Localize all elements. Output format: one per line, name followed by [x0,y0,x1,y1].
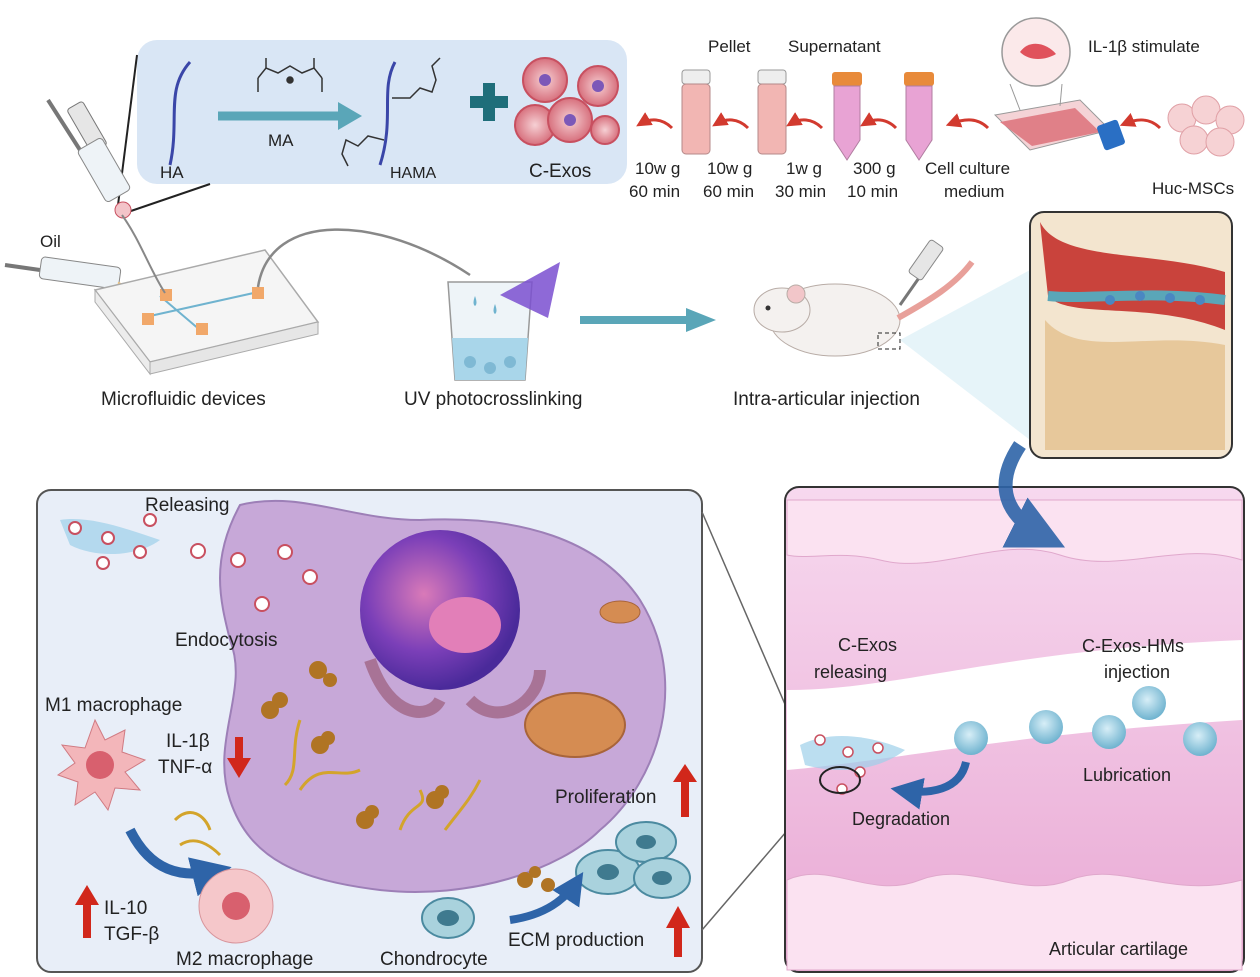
ecm-proteins [517,866,555,892]
inset-to-panel-arrow [998,441,1066,548]
cexos-releasing-2: releasing [814,662,887,682]
cartilage-label: Articular cartilage [1049,939,1188,959]
rna-strands [283,719,482,831]
culture-flask [993,17,1125,151]
chondrocyte-cells [421,821,691,939]
oil-label: Oil [40,232,61,251]
isolation-arrows [636,112,1162,130]
step-1-speed: 10w g [635,159,680,178]
supernatant-label: Supernatant [788,37,881,56]
step-3-speed: 1w g [786,159,822,178]
ecm-label: ECM production [508,930,644,951]
hama-groups [341,57,441,167]
il1b-label: IL-1β [166,731,210,752]
ma-molecule [257,58,323,92]
polarization-arrow [125,827,232,897]
protein-cluster [261,661,449,829]
er-right [465,669,546,719]
chondrocyte-label: Chondrocyte [380,949,488,970]
proliferation-label: Proliferation [555,787,656,808]
up-arrow-icon-ecm [666,906,690,957]
cell-panel: Releasing Endocytosis M1 macrophage IL-1… [36,489,703,973]
m1-m2-rna [173,811,222,857]
mitochondrion-small [599,600,641,624]
chondrocyte-arrow [509,871,584,924]
uv-light [500,262,560,318]
m1-label: M1 macrophage [45,695,182,716]
endocytosis-label: Endocytosis [175,630,277,651]
released-exosomes [60,513,318,612]
il10-label: IL-10 [104,898,147,919]
joint-space [787,640,1242,770]
microfluidic-label: Microfluidic devices [101,389,266,410]
down-arrow-icon [227,737,251,778]
hydrogel-microspheres [954,686,1217,756]
hms-injection-1: C-Exos-HMs [1082,636,1184,656]
huc-mscs-cluster [1167,95,1245,157]
hama-chain [378,61,397,166]
er-left [364,657,446,718]
ma-arrow-head [338,102,362,130]
cexos-releasing-1: C-Exos [838,635,897,655]
injection-label: Intra-articular injection [733,389,920,410]
isolation-flow: Pellet Supernatant IL-1β stimulate [629,17,1245,201]
ha-chain [168,61,192,166]
tube-1 [681,69,711,155]
tnfa-label: TNF-α [158,757,212,778]
mitochondrion-large [524,692,626,758]
zoom-beam [900,270,1030,440]
releasing-label: Releasing [145,495,230,516]
cell-body [219,499,667,893]
step-3-time: 30 min [775,182,826,201]
degradation-label: Degradation [852,809,950,829]
m2-macrophage [198,868,274,944]
rat [753,239,975,357]
nucleolus [429,597,501,653]
hms-injection-2: injection [1104,662,1170,682]
zoom-line-2 [127,183,211,213]
tube-4 [904,72,934,161]
ma-label: MA [268,131,294,150]
fab-arrow-head [686,308,716,332]
joint-panel: C-Exos releasing C-Exos-HMs injection Lu… [784,486,1245,973]
cell-culture-label: Cell culture [925,159,1010,178]
hama-label: HAMA [390,165,437,182]
cexos-cluster [514,57,620,146]
degradation-cloud [800,734,905,795]
up-arrow-icon-il10 [75,885,99,938]
step-1-time: 60 min [629,182,680,201]
m2-label: M2 macrophage [176,949,313,970]
tube-3 [832,72,862,161]
step-4-speed: 300 g [853,159,896,178]
tube-2 [757,69,787,155]
step-2-time: 60 min [703,182,754,201]
huc-mscs-label: Huc-MSCs [1152,179,1234,198]
subchondral-bottom [786,873,1243,971]
up-arrow-icon-proliferation [673,764,697,817]
m1-macrophage [56,718,147,812]
tgfb-label: TGF-β [104,924,159,945]
plus-v [483,83,495,121]
tubing [256,228,471,288]
medium-label: medium [944,182,1004,201]
ha-label: HA [160,163,184,182]
microfluidic-chip [93,214,320,376]
beaker [447,281,533,381]
fabrication-row: Oil Microfluidic devices [4,54,1233,459]
synthesis-panel: HA MA HAMA C-Exos [137,40,627,184]
lubrication-label: Lubrication [1083,765,1171,785]
cexos-label: C-Exos [529,161,591,182]
uv-label: UV photocrosslinking [404,389,582,410]
step-4-time: 10 min [847,182,898,201]
syringe-vertical [46,98,132,219]
il1b-stimulate-label: IL-1β stimulate [1088,37,1200,56]
step-2-speed: 10w g [707,159,752,178]
pellet-label: Pellet [708,37,751,56]
degradation-arrow [890,760,970,810]
joint-inset [1029,211,1233,459]
